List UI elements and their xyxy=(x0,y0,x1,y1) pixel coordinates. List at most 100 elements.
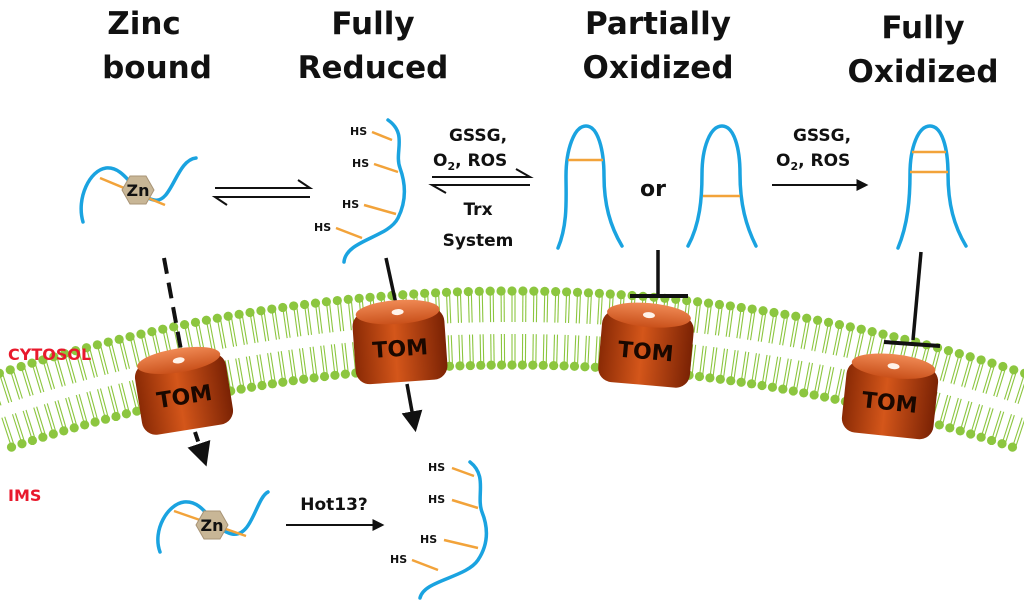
thiol-bond xyxy=(335,226,363,240)
lipid-head xyxy=(485,286,495,296)
lipid-head xyxy=(767,382,778,392)
lipid-tail xyxy=(75,394,86,426)
lipid-head xyxy=(267,379,278,389)
lipid-tail xyxy=(256,354,263,386)
thiol-bond xyxy=(443,538,479,550)
lipid-tail xyxy=(352,342,357,374)
lipid-head xyxy=(736,377,746,387)
lipid-head xyxy=(809,390,819,400)
lipid-tail xyxy=(846,327,854,358)
lipid-head xyxy=(594,288,604,298)
lipid-head xyxy=(496,360,507,370)
lipid-tail xyxy=(271,308,277,340)
lipid-head xyxy=(92,340,102,350)
lipid-tail xyxy=(341,343,346,375)
lipid-tail xyxy=(985,363,996,394)
lipid-head xyxy=(715,374,725,384)
lipid-tail xyxy=(974,360,985,391)
lipid-head xyxy=(889,332,899,342)
lipid-head xyxy=(212,313,222,323)
lipid-tail xyxy=(816,365,824,396)
lipid-head xyxy=(476,360,486,370)
lipid-tail xyxy=(1014,419,1024,449)
lipid-head xyxy=(27,435,38,446)
lipid-head xyxy=(856,324,866,334)
lipid-head xyxy=(551,286,561,297)
lipid-head xyxy=(580,362,590,372)
lipid-tail xyxy=(589,292,592,324)
or-label: or xyxy=(640,177,666,202)
lipid-tail xyxy=(461,334,464,366)
oxidation-reaction-labels: GSSG, O2, ROS Trx System xyxy=(428,126,534,251)
lipid-tail xyxy=(719,348,726,380)
lipid-tail xyxy=(121,338,131,369)
lipid-head xyxy=(257,380,267,391)
thiol-label: HS xyxy=(420,533,437,546)
oxidant-label-gssg: GSSG, xyxy=(449,126,507,146)
lipid-tail xyxy=(782,358,789,390)
lipid-tail xyxy=(481,291,484,323)
lipid-tail xyxy=(448,292,452,324)
lipid-head xyxy=(223,311,233,321)
fully-reduced-protein: HS HS HS HS xyxy=(314,118,407,264)
lipid-tail xyxy=(471,334,474,366)
lipid-tail xyxy=(803,318,811,350)
lipid-tail xyxy=(941,395,952,426)
lipid-head xyxy=(1020,368,1024,378)
lipid-tail xyxy=(291,349,297,381)
lipid-tail xyxy=(751,353,757,384)
lipid-head xyxy=(340,369,350,379)
header-fully-oxidized-line1: Fully xyxy=(881,10,964,46)
lipid-tail xyxy=(843,326,851,358)
lipid-tail xyxy=(728,306,734,338)
lipid-tail xyxy=(993,366,1004,397)
lipid-tail xyxy=(274,308,280,340)
lipid-head xyxy=(169,322,179,332)
tom-complex-3: TOM xyxy=(597,299,696,389)
lipid-tail xyxy=(597,336,601,368)
oxidant-label-o2-ros: O2, ROS xyxy=(433,151,507,173)
lipid-tail xyxy=(23,365,34,396)
lipid-tail xyxy=(795,360,803,392)
lipid-head xyxy=(288,376,298,386)
lipid-tail xyxy=(65,397,75,429)
lipid-head xyxy=(507,286,517,296)
lipid-tail xyxy=(14,413,26,444)
lipid-head xyxy=(236,384,246,394)
lipid-tail xyxy=(309,347,315,378)
fully-reduced-protein-ims: HS HS HS HS xyxy=(390,460,489,600)
lipid-tail xyxy=(704,303,710,334)
lipid-tail xyxy=(131,380,141,411)
lipid-tail xyxy=(962,401,973,432)
lipid-head xyxy=(90,417,100,427)
lipid-tail xyxy=(33,407,44,438)
lipid-head xyxy=(998,361,1008,372)
lipid-head xyxy=(583,288,594,298)
lipid-head xyxy=(343,294,353,304)
lipid-tail xyxy=(263,310,270,341)
lipid-tail xyxy=(260,310,267,342)
lipid-tail xyxy=(132,335,141,367)
lipid-tail xyxy=(86,391,96,423)
lipid-head xyxy=(830,394,840,404)
lipid-tail xyxy=(121,382,130,414)
lipid-tail xyxy=(707,303,713,335)
reductant-label-system: System xyxy=(443,231,514,251)
tom-complex-1: TOM xyxy=(131,341,236,437)
lipid-tail xyxy=(714,304,720,336)
lipid-head xyxy=(398,290,408,300)
lipid-head xyxy=(125,332,135,342)
lipid-tail xyxy=(771,312,778,344)
lipid-tail xyxy=(586,292,589,324)
lipid-head xyxy=(70,346,81,356)
lipid-head xyxy=(60,349,70,359)
lipid-tail xyxy=(249,312,256,344)
lipid-tail xyxy=(803,362,811,394)
block-line-fully xyxy=(911,251,923,341)
lipid-tail xyxy=(67,352,77,383)
lipid-tail xyxy=(600,293,603,325)
lipid-tail xyxy=(280,351,287,382)
lipid-head xyxy=(725,301,735,311)
lipid-tail xyxy=(323,345,329,377)
